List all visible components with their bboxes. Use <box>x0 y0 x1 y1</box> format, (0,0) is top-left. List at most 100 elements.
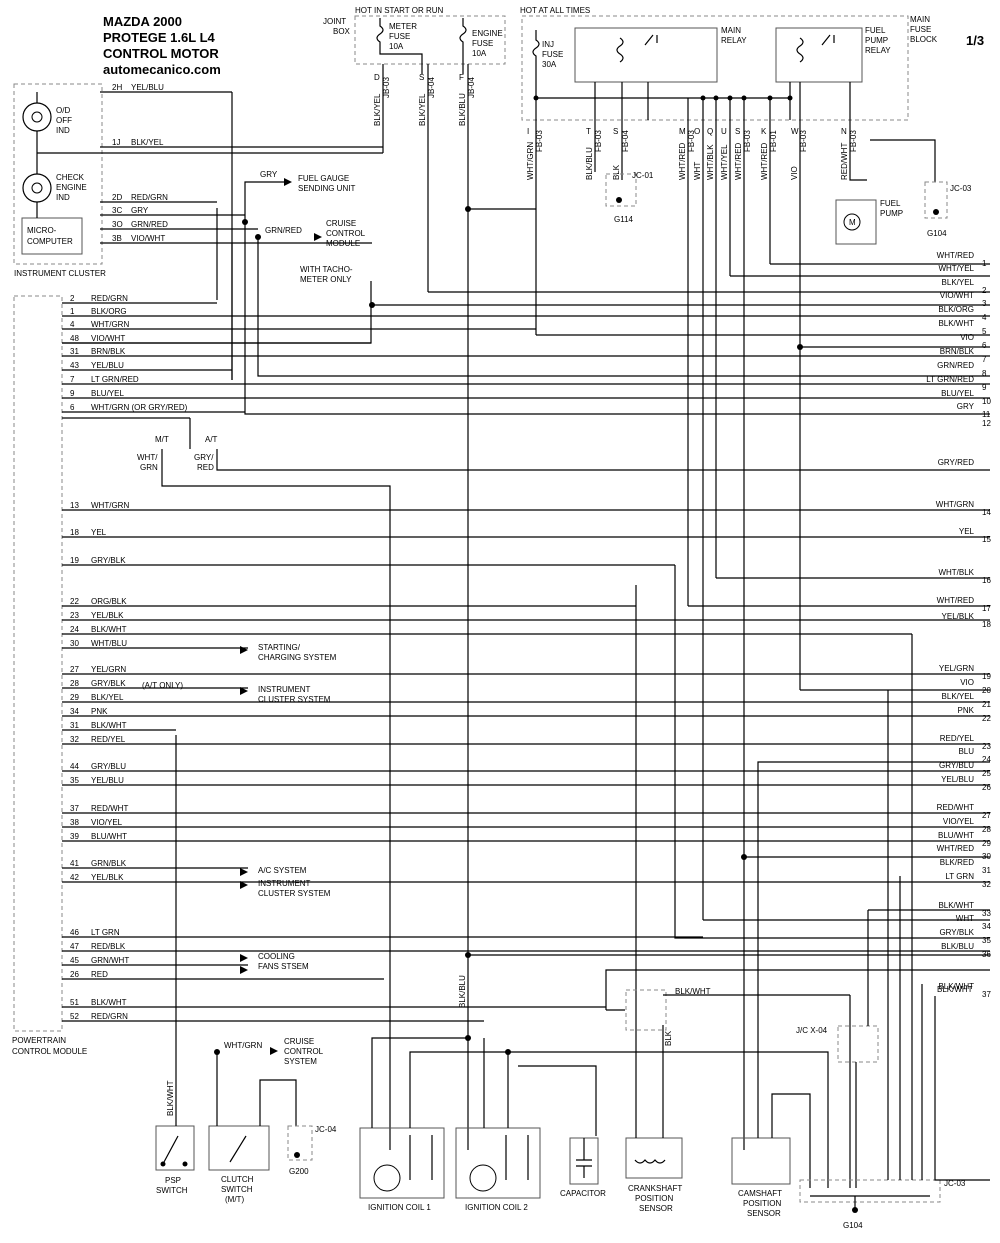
right-wire-color: GRN/RED <box>937 361 974 370</box>
right-connector-number: 3 <box>982 299 987 308</box>
right-connector-number: 15 <box>982 535 991 544</box>
connector-pin-letter: S <box>419 73 424 82</box>
right-connector-number: 35 <box>982 936 991 945</box>
fuel-gauge-arrow-icon <box>284 178 292 186</box>
jc01-label: JC-01 <box>632 171 654 180</box>
right-connector-number: 33 <box>982 909 991 918</box>
right-wire-color: WHT <box>956 914 974 923</box>
connector-wire-color: WHT/BLK <box>706 144 715 180</box>
joint-box-label: JOINT <box>323 17 346 26</box>
hot-start-run-label: HOT IN START OR RUN <box>355 6 444 15</box>
pcm-wire-color: WHT/BLU <box>91 639 127 648</box>
right-connector-number: 28 <box>982 825 991 834</box>
right-wire-color: GRY <box>957 402 975 411</box>
connector-pin-letter: Q <box>707 127 713 136</box>
right-connector-number: 22 <box>982 714 991 723</box>
camshaft-wires <box>757 761 990 1188</box>
right-wire-color: LT GRN <box>945 872 974 881</box>
main-fuse-block-label-2: FUSE <box>910 25 931 34</box>
pcm-pin-number: 45 <box>70 956 79 965</box>
right-wire-color: LT GRN/RED <box>926 375 974 384</box>
pcm-wire-color: ORG/BLK <box>91 597 127 606</box>
microcomputer-box <box>21 217 83 255</box>
capacitor-icon <box>576 1138 592 1178</box>
check-engine-lamp-icon <box>22 173 52 203</box>
jc04-label: JC-04 <box>315 1125 337 1134</box>
cruise-system-label-2: CONTROL <box>284 1047 324 1056</box>
right-connector-number: 8 <box>982 369 987 378</box>
crank-shield-wires <box>605 969 990 1138</box>
right-connector-number: 26 <box>982 783 991 792</box>
pcm-box <box>13 295 63 1032</box>
right-wire-color: WHT/RED <box>937 596 975 605</box>
fuel-gauge-label-2: SENDING UNIT <box>298 184 355 193</box>
cruise-module-label-3: MODULE <box>326 239 360 248</box>
jc03-bottom-box <box>799 1179 941 1203</box>
shield-splice-box <box>625 989 667 1031</box>
right-connector-number: 25 <box>982 769 991 778</box>
pcm-wire-color: BLK/WHT <box>91 625 127 634</box>
tacho-label: WITH TACHO- <box>300 265 353 274</box>
connector-id: FB-03 <box>594 130 603 152</box>
engine-fuse-label-2: FUSE <box>472 39 493 48</box>
od-off-label-3: IND <box>56 126 70 135</box>
pcm-pin-number: 30 <box>70 639 79 648</box>
right-wire-color: BRN/BLK <box>940 347 975 356</box>
g114-label: G114 <box>614 215 634 224</box>
starting-arrow-icon <box>240 646 248 654</box>
grn-red-wire-label: GRN/RED <box>265 226 302 235</box>
pcm-wire-color: YEL <box>91 528 107 537</box>
cluster-wire-color: YEL/BLU <box>131 83 164 92</box>
clutch-switch-box <box>208 1125 270 1171</box>
od-off-label: O/D <box>56 106 70 115</box>
pcm-pin-number: 31 <box>70 347 79 356</box>
pcm-label: POWERTRAIN <box>12 1036 66 1045</box>
at-label: A/T <box>205 435 218 444</box>
junction-dot-blk-blu-top <box>465 206 471 212</box>
pcm-wire-color: GRY/BLK <box>91 556 126 565</box>
starting-label: STARTING/ <box>258 643 301 652</box>
pcm-pin-number: 6 <box>70 403 75 412</box>
junction-dot-inj <box>533 95 539 101</box>
pcm-wire-color: RED/BLK <box>91 942 126 951</box>
pcm-wire-color: RED <box>91 970 108 979</box>
g104-bottom-label: G104 <box>843 1221 863 1230</box>
right-wire-color: YEL/BLK <box>942 612 975 621</box>
coil-feed-wires <box>371 1037 829 1188</box>
pcm-pin-number: 44 <box>70 762 79 771</box>
engine-fuse-label: ENGINE <box>472 29 503 38</box>
right-wire-color: BLK/YEL <box>942 278 975 287</box>
crankshaft-sensor-box <box>625 1137 683 1179</box>
cluster-wire-color: RED/GRN <box>131 193 168 202</box>
right-side-wires <box>428 263 990 956</box>
cruise-module-label: CRUISE <box>326 219 356 228</box>
wht-grn-mt-label-2: GRN <box>140 463 158 472</box>
cam-label-2: POSITION <box>743 1199 781 1208</box>
pcm-wire-color: BLK/YEL <box>91 693 124 702</box>
right-connector-number: 19 <box>982 672 991 681</box>
meter-fuse-symbol <box>376 18 423 74</box>
right-connector-number: 5 <box>982 327 987 336</box>
ignition-coil-1-box <box>359 1127 445 1199</box>
right-connector-number: 9 <box>982 383 987 392</box>
inj-fuse-label-3: 30A <box>542 60 557 69</box>
tacho-label-2: METER ONLY <box>300 275 352 284</box>
right-connector-number: 14 <box>982 508 991 517</box>
connector-wire-color: WHT/RED <box>760 142 769 180</box>
main-fuse-block-label-3: BLOCK <box>910 35 938 44</box>
cluster-pin-number: 2D <box>112 193 122 202</box>
connector-wire-color: BLK/BLU <box>458 93 467 126</box>
connector-wire-color: BLK/BLU <box>585 147 594 180</box>
gry-red-at-label: GRY/ <box>194 453 214 462</box>
right-wire-color: RED/YEL <box>940 734 975 743</box>
connector-id: FB-01 <box>769 130 778 152</box>
connector-pin-letter: M <box>679 127 686 136</box>
right-connector-number: 16 <box>982 576 991 585</box>
junction-dot-bus-2 <box>713 95 719 101</box>
connector-pin-letter: I <box>527 127 529 136</box>
fuel-gauge-wire <box>244 181 284 222</box>
pcm-wire-color: GRY/BLU <box>91 762 126 771</box>
instrument-sys2-label-2: CLUSTER SYSTEM <box>258 889 331 898</box>
jc-x04-box <box>837 1025 879 1063</box>
